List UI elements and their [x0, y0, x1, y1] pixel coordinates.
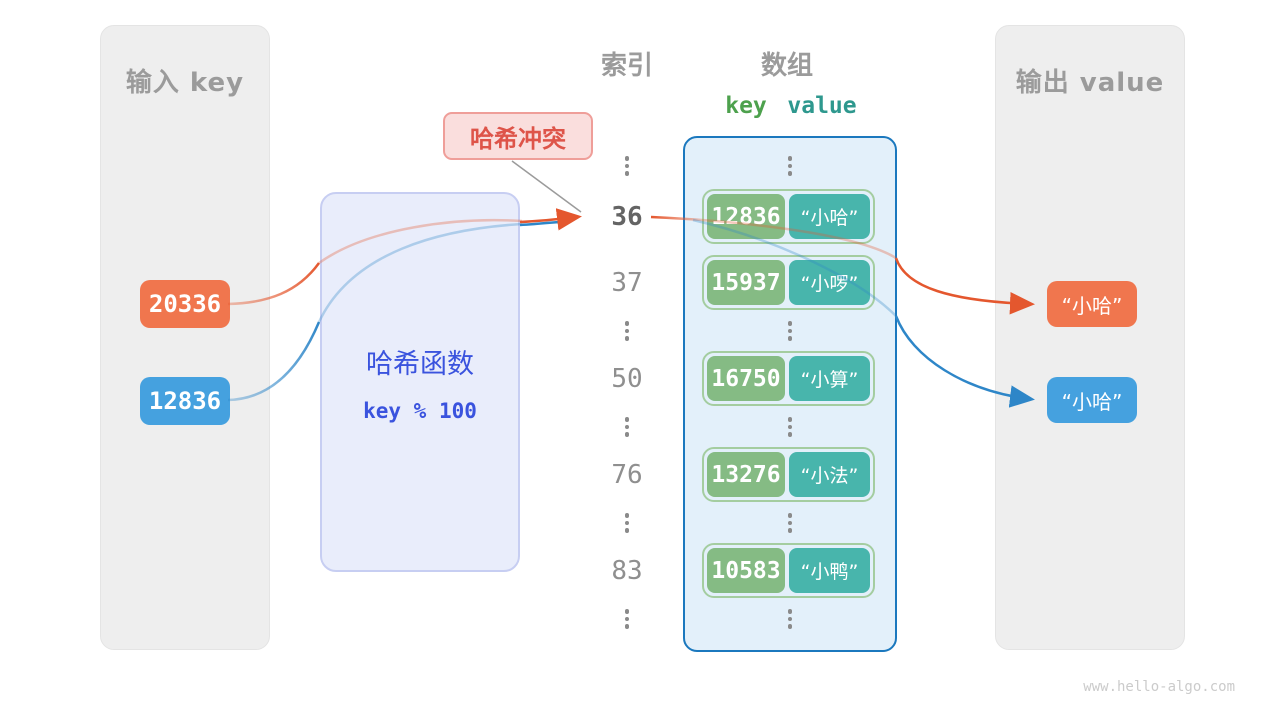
entry-value: “小鸭”	[789, 548, 870, 593]
ellipsis-icon	[623, 609, 631, 629]
entry-key: 12836	[707, 194, 785, 239]
index-37: 37	[611, 268, 643, 298]
index-50: 50	[611, 364, 643, 394]
output-panel-title: 输出 value	[1015, 68, 1165, 98]
hash-collision-label: 哈希冲突	[443, 112, 593, 160]
array-entry: 16750 “小算”	[702, 351, 875, 406]
output-value-blue: “小哈”	[1047, 377, 1137, 423]
output-value-orange: “小哈”	[1047, 281, 1137, 327]
index-83: 83	[611, 556, 643, 586]
ellipsis-icon	[786, 609, 794, 629]
hash-function-title: 哈希函数	[366, 348, 474, 380]
arrow-hash-to-36-blue	[519, 219, 573, 227]
entry-key: 10583	[707, 548, 785, 593]
entry-value: “小法”	[789, 452, 870, 497]
collision-pointer-line	[511, 160, 582, 213]
output-value-panel: 输出 value	[995, 25, 1185, 650]
ellipsis-icon	[623, 513, 631, 533]
ellipsis-icon	[786, 321, 794, 341]
entry-value: “小啰”	[789, 260, 870, 305]
ellipsis-icon	[786, 513, 794, 533]
array-column-header: 数组	[760, 51, 813, 81]
input-key-panel: 输入 key	[100, 25, 270, 650]
array-entry: 12836 “小哈”	[702, 189, 875, 244]
entry-key: 13276	[707, 452, 785, 497]
ellipsis-icon	[623, 156, 631, 176]
hash-function-box: 哈希函数 key % 100	[320, 192, 520, 572]
ellipsis-icon	[623, 321, 631, 341]
array-entry: 13276 “小法”	[702, 447, 875, 502]
hash-function-formula: key % 100	[363, 398, 477, 423]
input-key-12836: 12836	[140, 377, 230, 425]
key-subheader: key	[725, 93, 767, 119]
ellipsis-icon	[623, 417, 631, 437]
entry-value: “小哈”	[789, 194, 870, 239]
index-76: 76	[611, 460, 643, 490]
value-subheader: value	[787, 93, 857, 119]
arrow-hash-to-36-orange	[519, 208, 582, 231]
array-entry: 10583 “小鸭”	[702, 543, 875, 598]
array-entry: 15937 “小啰”	[702, 255, 875, 310]
entry-key: 15937	[707, 260, 785, 305]
input-panel-title: 输入 key	[125, 68, 245, 98]
ellipsis-icon	[786, 156, 794, 176]
entry-key: 16750	[707, 356, 785, 401]
index-column-header: 索引	[600, 51, 653, 81]
watermark: www.hello-algo.com	[1083, 679, 1235, 695]
input-key-20336: 20336	[140, 280, 230, 328]
ellipsis-icon	[786, 417, 794, 437]
index-36: 36	[611, 202, 643, 232]
entry-value: “小算”	[789, 356, 870, 401]
